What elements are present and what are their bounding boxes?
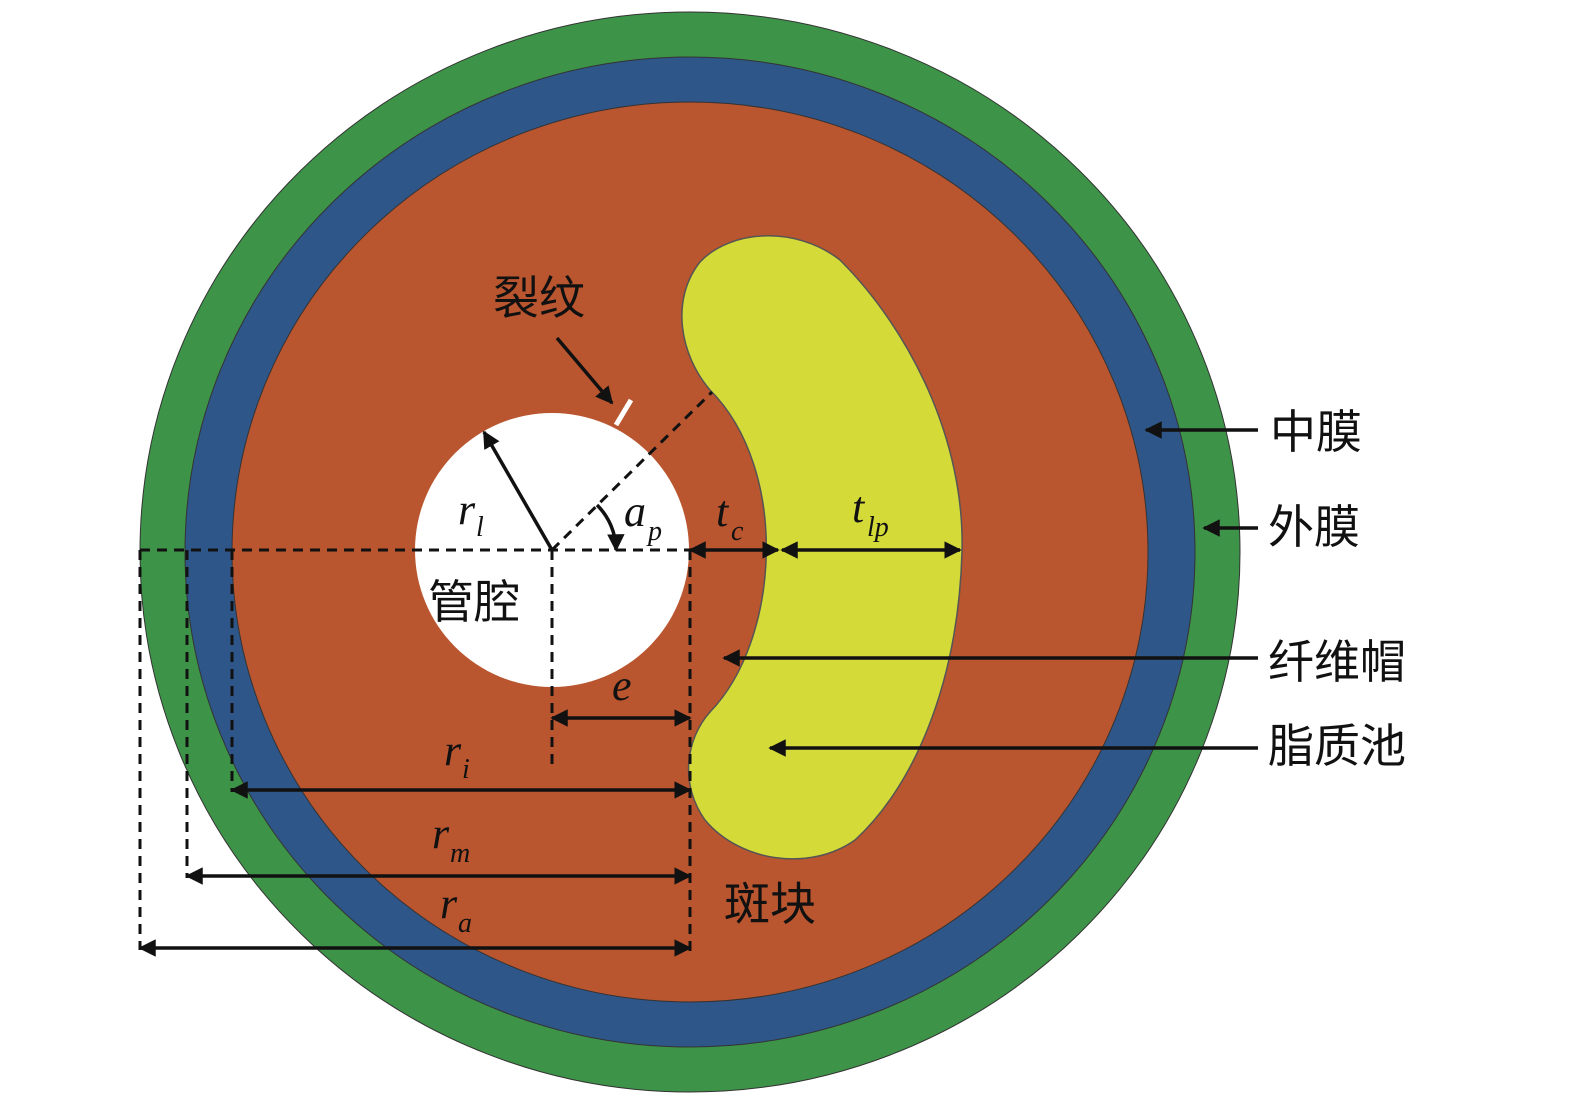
lipid-pool-label: 脂质池 <box>1268 719 1406 773</box>
svg-text:lp: lp <box>867 512 889 543</box>
crack-mark <box>613 398 634 427</box>
svg-text:a: a <box>458 908 472 939</box>
svg-text:e: e <box>612 661 632 710</box>
svg-text:a: a <box>624 487 646 536</box>
symbol-e: e <box>612 661 632 710</box>
svg-text:m: m <box>450 838 470 869</box>
symbol-t-c: t c <box>716 487 744 547</box>
fibrous-cap-label: 纤维帽 <box>1268 635 1406 689</box>
symbol-r-m: r m <box>432 809 470 869</box>
symbol-r-i: r i <box>444 726 470 785</box>
leader-arrows <box>555 336 1258 757</box>
svg-text:r: r <box>458 485 476 534</box>
a-p-angle-arc <box>595 503 625 552</box>
symbol-r-a: r a <box>440 879 472 939</box>
plaque-label: 斑块 <box>724 877 816 931</box>
adventitia-label: 外膜 <box>1268 500 1360 554</box>
svg-text:i: i <box>462 754 470 785</box>
dashed-guides <box>138 390 714 955</box>
svg-text:r: r <box>440 879 458 928</box>
svg-text:c: c <box>731 516 744 547</box>
crack-label: 裂纹 <box>493 271 585 325</box>
symbol-r-l: r l <box>458 485 484 543</box>
dimension-arrows <box>138 430 962 957</box>
svg-text:p: p <box>646 516 662 547</box>
svg-text:l: l <box>476 512 484 543</box>
svg-text:r: r <box>432 809 450 858</box>
symbol-a-p: a p <box>624 487 662 547</box>
media-label: 中膜 <box>1270 405 1362 459</box>
svg-text:t: t <box>716 487 730 536</box>
r-l-arrow <box>482 430 554 551</box>
svg-text:r: r <box>444 726 462 775</box>
svg-text:t: t <box>852 483 866 532</box>
crack-leader <box>555 336 614 405</box>
symbol-t-lp: t lp <box>852 483 889 543</box>
lumen-label: 管腔 <box>428 575 520 629</box>
